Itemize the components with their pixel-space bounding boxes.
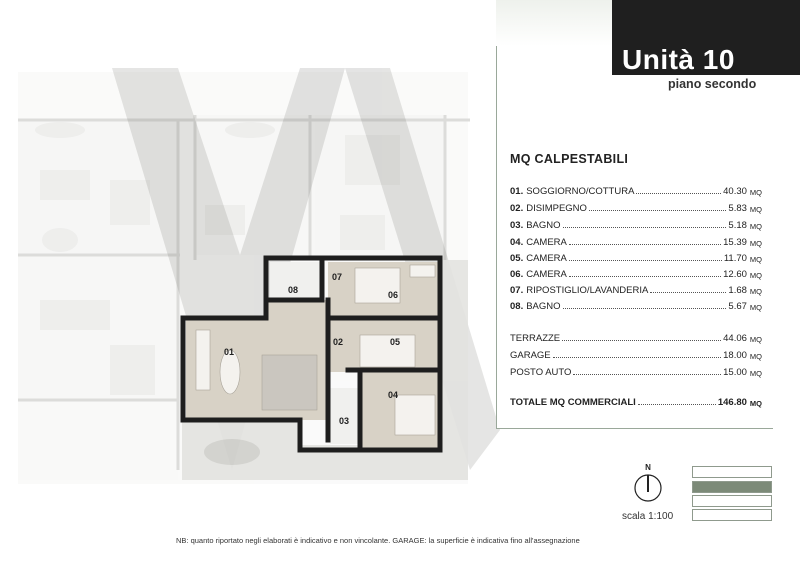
unit-label: MQ [749, 369, 762, 378]
unit-label: MQ [749, 188, 762, 197]
total-value: 146.80 [717, 397, 747, 408]
leader-dots [562, 227, 727, 228]
room-label-02: 02 [333, 337, 343, 347]
legend-bar-4 [692, 509, 772, 521]
room-value: 15.39 [723, 237, 747, 248]
room-label: BAGNO [526, 301, 561, 312]
room-label-07: 07 [332, 272, 342, 282]
unit-label: MQ [749, 303, 762, 312]
unit-label: MQ [749, 205, 762, 214]
unit-title: Unità 10 [622, 44, 735, 76]
area-row-08: 08. BAGNO 5.67 MQ [510, 298, 762, 312]
room-label: BAGNO [526, 220, 561, 231]
room-label-04: 04 [388, 390, 398, 400]
legend-bar-3 [692, 495, 772, 507]
area-row-03: 03. BAGNO 5.18 MQ [510, 217, 762, 231]
room-value: 5.67 [728, 301, 747, 312]
footnote: NB: quanto riportato negli elaborati è i… [176, 536, 580, 545]
room-label: CAMERA [526, 269, 567, 280]
unit-label: MQ [749, 222, 762, 231]
total-label: TOTALE MQ COMMERCIALI [510, 397, 636, 408]
unit-label: MQ [749, 335, 762, 344]
area-row-02: 02. DISIMPEGNO 5.83 MQ [510, 200, 762, 214]
furniture [195, 264, 436, 436]
room-label: SOGGIORNO/COTTURA [526, 186, 635, 197]
room-value: 1.68 [728, 285, 747, 296]
extra-label: TERRAZZE [510, 333, 561, 344]
room-label: RIPOSTIGLIO/LAVANDERIA [526, 285, 649, 296]
room-label: CAMERA [526, 253, 567, 264]
extra-label: POSTO AUTO [510, 367, 572, 378]
room-label-08: 08 [288, 285, 298, 295]
legend-bar-2 [692, 481, 772, 493]
unit-title-number: 10 [702, 44, 735, 75]
extra-row-garage: GARAGE 18.00 MQ [510, 347, 762, 361]
unit-label: MQ [749, 271, 762, 280]
leader-dots [568, 244, 722, 245]
room-number: 05. [510, 253, 524, 264]
title-box [612, 0, 800, 75]
unit-title-word: Unità [622, 44, 695, 75]
total-row: TOTALE MQ COMMERCIALI 146.80 MQ [510, 394, 762, 408]
panel-header-strip [496, 0, 612, 46]
room-number: 04. [510, 237, 524, 248]
extra-value: 15.00 [723, 367, 747, 378]
room-value: 11.70 [723, 253, 747, 264]
unit-label: MQ [749, 255, 762, 264]
leader-dots [573, 374, 722, 375]
leader-dots [588, 210, 727, 211]
room-value: 12.60 [723, 269, 747, 280]
extra-row-terrazze: TERRAZZE 44.06 MQ [510, 330, 762, 344]
room-value: 5.83 [728, 203, 747, 214]
area-row-01: 01. SOGGIORNO/COTTURA 40.30 MQ [510, 183, 762, 197]
room-number: 06. [510, 269, 524, 280]
leader-dots [650, 292, 727, 293]
room-label-05: 05 [390, 337, 400, 347]
compass-north-label: N [645, 463, 651, 472]
unit-label: MQ [749, 239, 762, 248]
room-number: 07. [510, 285, 524, 296]
floor-subtitle: piano secondo [668, 77, 757, 91]
compass-icon: N [634, 463, 662, 502]
area-row-04: 04. CAMERA 15.39 MQ [510, 234, 762, 248]
extra-row-posto-auto: POSTO AUTO 15.00 MQ [510, 364, 762, 378]
leader-dots [552, 357, 722, 358]
mq-heading: MQ CALPESTABILI [510, 152, 629, 166]
extra-value: 44.06 [723, 333, 747, 344]
room-label-06: 06 [388, 290, 398, 300]
unit-walls [180, 255, 443, 453]
area-row-07: 07. RIPOSTIGLIO/LAVANDERIA 1.68 MQ [510, 282, 762, 296]
room-label-03: 03 [339, 416, 349, 426]
room-value: 5.18 [728, 220, 747, 231]
leader-dots [636, 193, 722, 194]
room-value: 40.30 [723, 186, 747, 197]
unit-label: MQ [749, 352, 762, 361]
legend-bar-1 [692, 466, 772, 478]
unit-label: MQ [749, 399, 762, 408]
room-number: 03. [510, 220, 524, 231]
leader-dots [562, 340, 722, 341]
room-number: 01. [510, 186, 524, 197]
room-label: DISIMPEGNO [526, 203, 587, 214]
scale-label: scala 1:100 [622, 511, 674, 522]
extra-label: GARAGE [510, 350, 551, 361]
area-row-06: 06. CAMERA 12.60 MQ [510, 266, 762, 280]
area-row-05: 05. CAMERA 11.70 MQ [510, 250, 762, 264]
leader-dots [568, 276, 722, 277]
extra-value: 18.00 [723, 350, 747, 361]
room-number: 02. [510, 203, 524, 214]
leader-dots [637, 404, 716, 405]
room-number: 08. [510, 301, 524, 312]
room-label: CAMERA [526, 237, 567, 248]
room-label-01: 01 [224, 347, 234, 357]
leader-dots [568, 260, 722, 261]
floor-plan: 01 02 03 04 05 06 07 08 [18, 68, 500, 480]
leader-dots [562, 308, 727, 309]
unit-label: MQ [749, 287, 762, 296]
